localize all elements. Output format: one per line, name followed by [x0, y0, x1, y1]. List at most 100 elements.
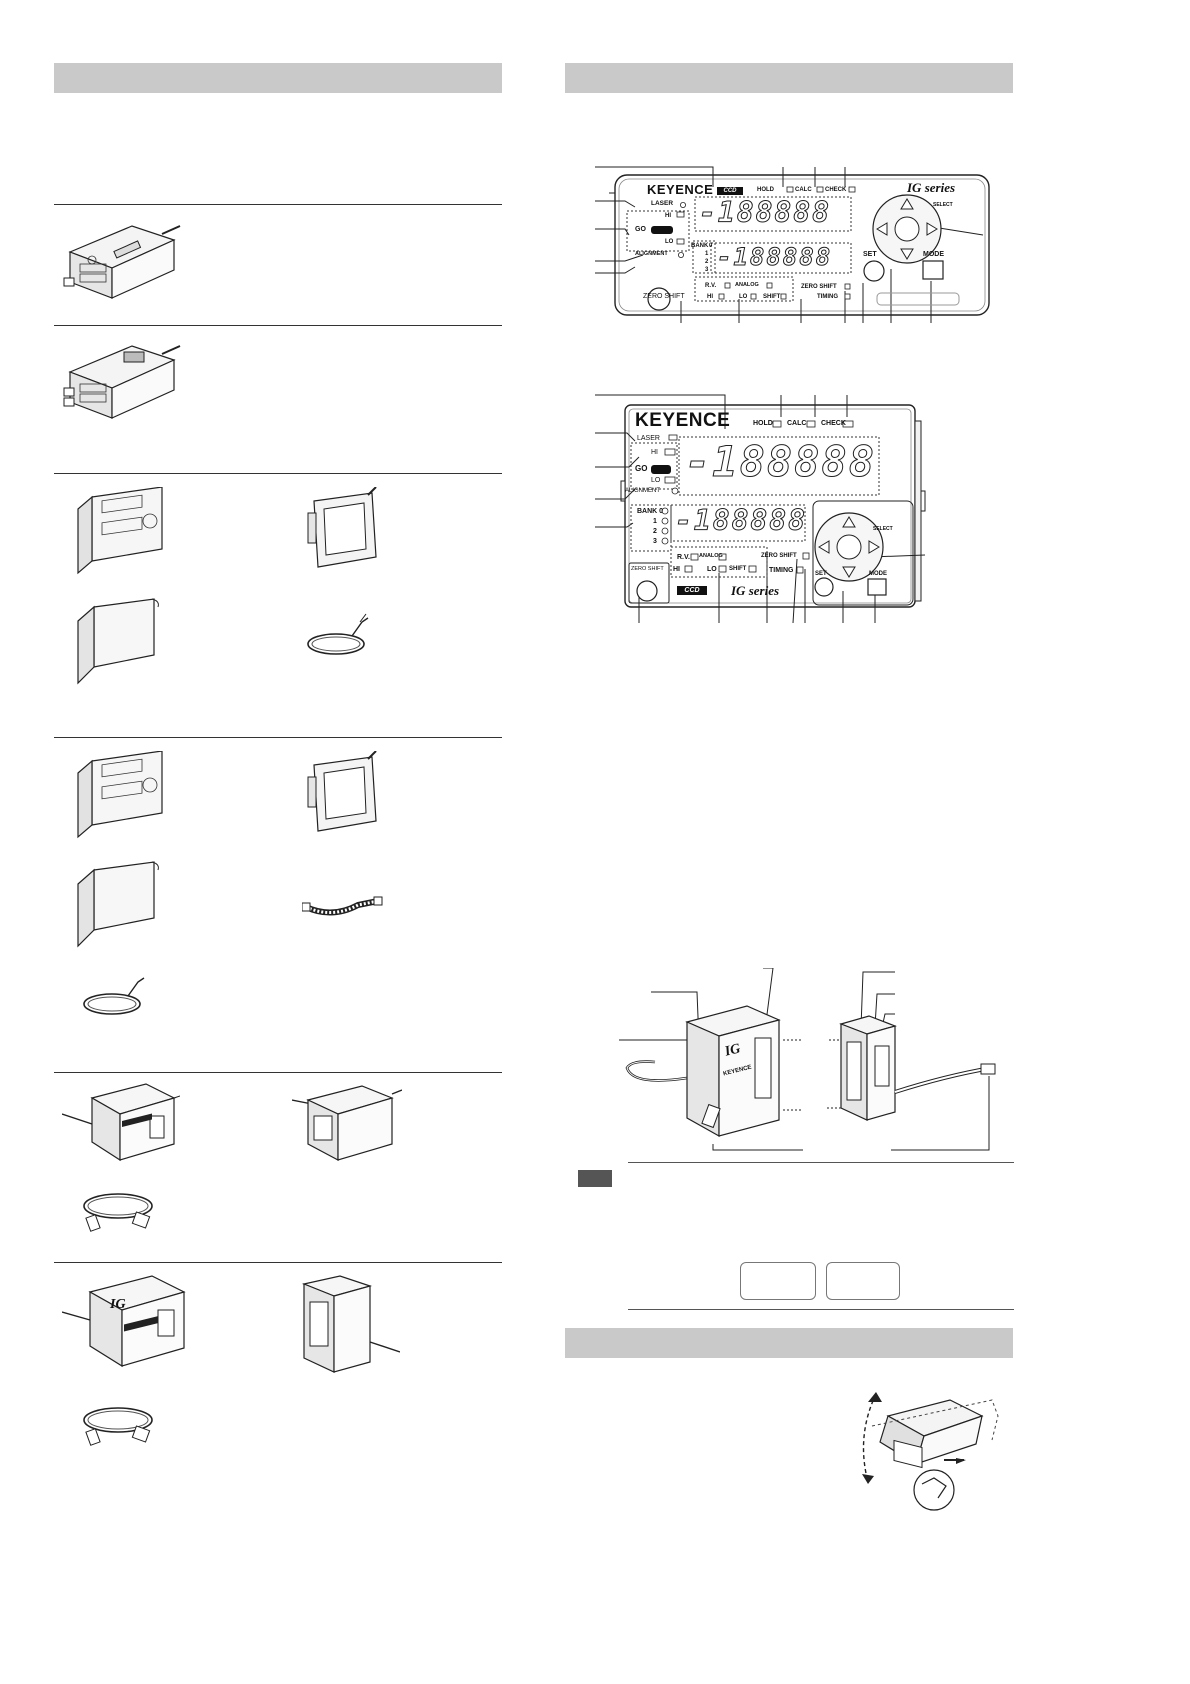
zero-shift-button-label: ZERO SHIFT — [643, 293, 685, 300]
lo-indicator-label: LO — [651, 477, 661, 484]
front-cover-figure — [72, 597, 162, 693]
section-header-bar-right — [565, 63, 1013, 93]
keyence-logo: KEYENCE — [635, 410, 731, 431]
bank2-label: 2 — [705, 259, 709, 265]
divider — [54, 1262, 502, 1263]
set-button[interactable] — [815, 578, 833, 596]
divider — [54, 325, 502, 326]
lo2-indicator-label: LO — [739, 294, 748, 300]
bank-indicator-label: BANK — [691, 243, 709, 249]
timing-indicator-label: TIMING — [817, 294, 838, 300]
divider — [54, 1072, 502, 1073]
sensor-head-cable-figure — [78, 1394, 166, 1452]
shift-indicator-label: SHIFT — [763, 294, 781, 300]
bank2-label: 2 — [653, 528, 657, 535]
lower-display: -188888 — [674, 504, 808, 537]
series-logo: IG series — [731, 583, 780, 598]
bank3-label: 3 — [705, 267, 709, 273]
sensor-head-figure — [62, 1080, 180, 1172]
upper-display: -188888 — [698, 196, 832, 229]
upper-display: -188888 — [684, 437, 877, 486]
zero-shift-button[interactable] — [637, 581, 657, 601]
select-button-label: SELECT — [933, 202, 953, 208]
set-button-label: SET — [815, 571, 827, 577]
hi2-indicator-label: HI — [673, 566, 680, 573]
laser-indicator-label: LASER — [637, 435, 660, 442]
divider — [54, 204, 502, 205]
go-indicator-label: GO — [635, 226, 646, 233]
mounting-bracket-figure — [302, 487, 382, 577]
bank1-label: 1 — [705, 251, 709, 257]
analog-indicator-label: ANALOG — [699, 553, 723, 559]
calc-indicator-label: CALC — [795, 187, 812, 193]
hi-indicator-label: HI — [651, 449, 658, 456]
note-tag — [578, 1170, 612, 1187]
check-indicator-label: CHECK — [821, 420, 846, 427]
alignment-indicator-label: ALIGNMENT — [635, 251, 668, 257]
divider — [54, 737, 502, 738]
calc-indicator-label: CALC — [787, 420, 807, 427]
rv-indicator-label: R.V. — [677, 554, 690, 561]
amplifier-expansion-unit-figure — [62, 332, 182, 424]
note-top-rule — [628, 1162, 1014, 1163]
lower-display: -188888 — [716, 243, 833, 271]
select-button-label: SELECT — [873, 526, 893, 532]
mounting-bracket-figure — [302, 751, 382, 841]
panel-mount-expansion-figure — [72, 751, 172, 851]
nav-pad[interactable] — [815, 513, 883, 581]
section-header-bar-left — [54, 63, 502, 93]
expansion-cable-figure — [302, 893, 384, 923]
panel-mount-display-figure: KEYENCE HOLD CALC CHECK LASER HI GO LO A… — [595, 391, 935, 623]
shift-indicator-label: SHIFT — [729, 566, 747, 572]
mode-button[interactable] — [868, 579, 886, 595]
zero-shift-indicator-label: ZERO SHIFT — [801, 284, 837, 290]
mode-button[interactable] — [923, 261, 943, 279]
lo-indicator-label: LO — [665, 239, 674, 245]
rv-indicator-label: R.V. — [705, 283, 717, 289]
note-bottom-rule — [628, 1309, 1014, 1310]
mode-button-label: MODE — [923, 251, 944, 258]
power-cable-figure — [78, 972, 158, 1020]
sensor-head-cable-figure — [78, 1180, 166, 1238]
set-button-label: SET — [863, 251, 877, 258]
zero-shift-button[interactable] — [648, 288, 670, 310]
ccd-badge: CCD — [717, 187, 743, 195]
main-unit-panel-figure: KEYENCE CCD IG series HOLD CALC CHECK LA… — [595, 163, 995, 323]
zero-shift-button-label: ZERO SHIFT — [631, 566, 664, 572]
sensor-head-large-figure — [290, 1272, 400, 1384]
bank0-label: 0 — [709, 243, 713, 249]
mode-button-label: MODE — [869, 571, 887, 577]
ig-badge: IG — [110, 1297, 126, 1312]
check-indicator-label: CHECK — [825, 187, 847, 193]
zero-shift-indicator-label: ZERO SHIFT — [761, 553, 797, 559]
sensor-head-large-figure: IG — [62, 1270, 190, 1378]
timing-indicator-label: TIMING — [769, 567, 794, 574]
key-illustration-2 — [826, 1262, 900, 1300]
section-header-bar-mounting — [565, 1328, 1013, 1358]
sensor-head-parts-figure: IG KEYENCE — [615, 968, 1015, 1158]
mounting-procedure-figure — [852, 1386, 1000, 1516]
front-cover-figure — [72, 860, 162, 956]
go-indicator-label: GO — [635, 464, 648, 473]
nav-pad[interactable] — [873, 195, 941, 263]
key-illustration-1 — [740, 1262, 816, 1300]
hi2-indicator-label: HI — [707, 294, 713, 300]
bank1-label: 1 — [653, 518, 657, 525]
hold-indicator-label: HOLD — [757, 187, 774, 193]
ccd-badge: CCD — [677, 586, 707, 595]
divider — [54, 473, 502, 474]
series-logo: IG series — [907, 180, 956, 195]
laser-indicator-label: LASER — [651, 200, 674, 207]
analog-indicator-label: ANALOG — [735, 282, 759, 288]
bank3-label: 3 — [653, 538, 657, 545]
amplifier-main-unit-figure — [62, 212, 182, 304]
sensor-head-figure — [292, 1080, 402, 1172]
bank0-label: BANK 0 — [637, 508, 664, 515]
panel-mount-amplifier-figure — [72, 487, 172, 587]
lo2-indicator-label: LO — [707, 566, 717, 573]
hold-indicator-label: HOLD — [753, 420, 773, 427]
set-button[interactable] — [864, 261, 884, 281]
hi-indicator-label: HI — [665, 213, 671, 219]
alignment-indicator-label: ALIGNMENT — [625, 488, 661, 494]
power-cable-figure — [302, 612, 382, 660]
